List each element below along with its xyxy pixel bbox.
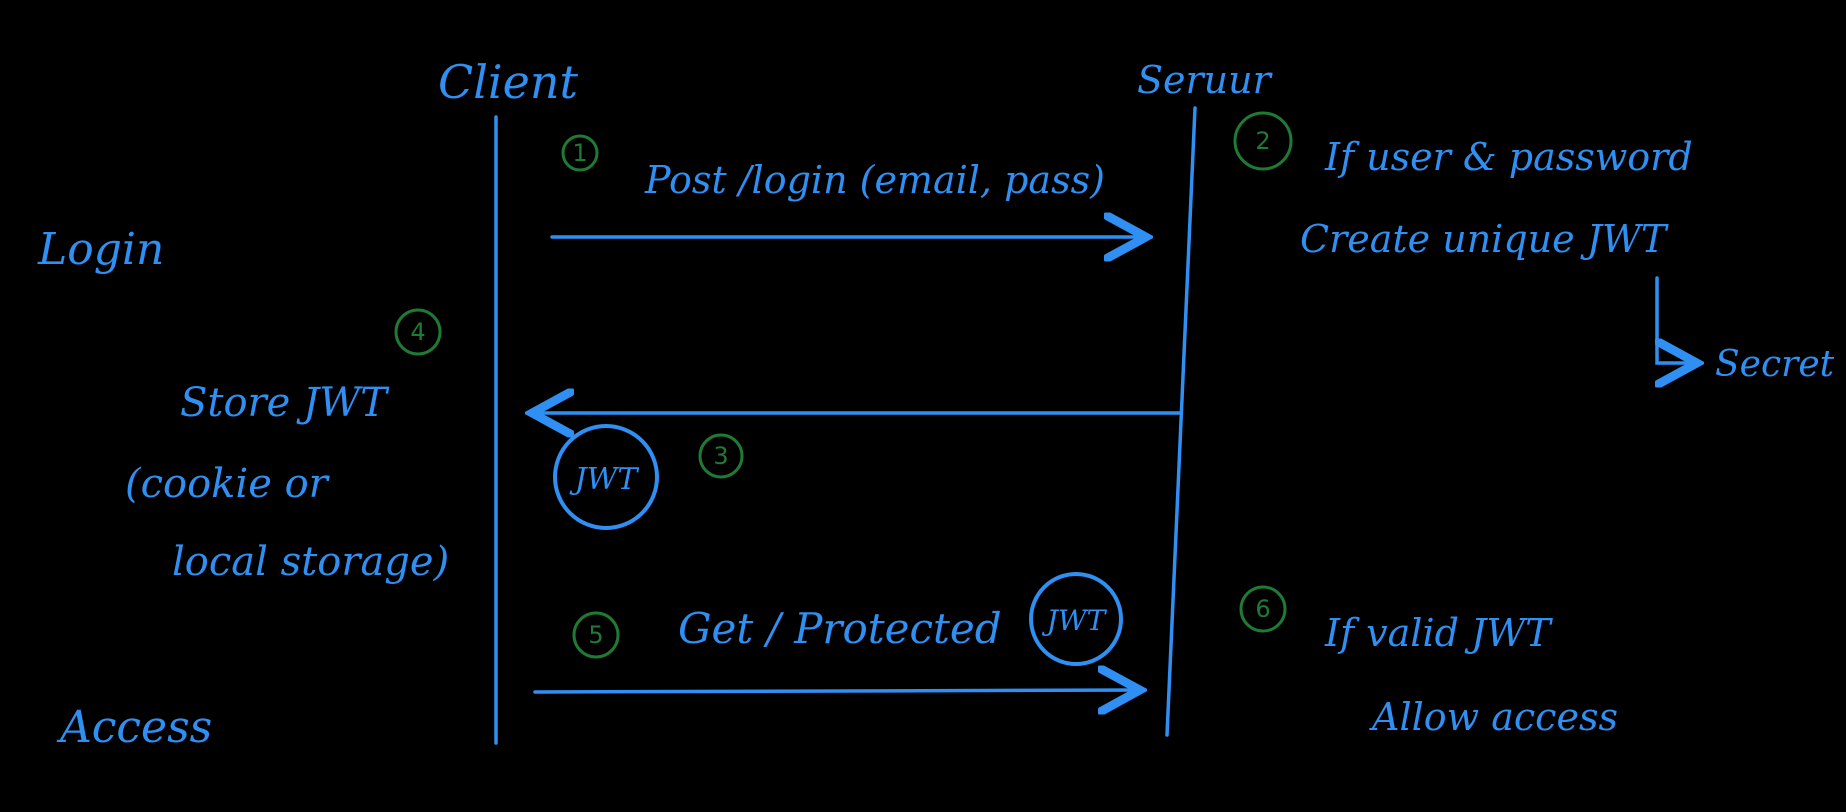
svg-text:JWT: JWT [1042, 604, 1108, 637]
svg-text:2: 2 [1255, 127, 1270, 155]
svg-text:JWT: JWT [569, 462, 640, 497]
response-jwt-token: JWT [553, 424, 659, 530]
access-phase-label: Access [56, 702, 212, 753]
svg-text:1: 1 [572, 139, 587, 167]
step-5-badge: 5 [572, 611, 620, 659]
server-lifeline [1165, 106, 1197, 737]
step-1-badge: 1 [561, 134, 599, 172]
svg-text:6: 6 [1255, 595, 1270, 623]
svg-text:4: 4 [410, 318, 425, 346]
step-6-badge: 6 [1239, 585, 1287, 633]
server-label: Seruur [1137, 58, 1274, 102]
svg-text:3: 3 [713, 442, 728, 470]
login-request-label: Post /login (email, pass) [644, 158, 1105, 202]
request-jwt-token: JWT [1029, 572, 1123, 666]
protected-request-label: Get / Protected [678, 604, 1002, 653]
secret-branch-arrow [1657, 276, 1697, 363]
allow-access-note: Allow access [1369, 695, 1618, 739]
step-3-badge: 3 [698, 433, 744, 479]
cookie-note: (cookie or [125, 461, 331, 507]
step-2-badge: 2 [1233, 111, 1293, 171]
store-jwt-note: Store JWT [180, 380, 390, 426]
protected-request-arrow [533, 690, 1140, 692]
login-phase-label: Login [37, 224, 164, 275]
server-check-note: If user & password [1324, 135, 1693, 179]
step-4-badge: 4 [394, 308, 442, 356]
client-label: Client [438, 55, 578, 109]
svg-text:5: 5 [588, 621, 603, 649]
validate-jwt-note: If valid JWT [1324, 611, 1553, 655]
local-storage-note: local storage) [172, 539, 449, 585]
secret-note: Secret [1715, 344, 1835, 385]
create-jwt-note: Create unique JWT [1300, 217, 1669, 261]
